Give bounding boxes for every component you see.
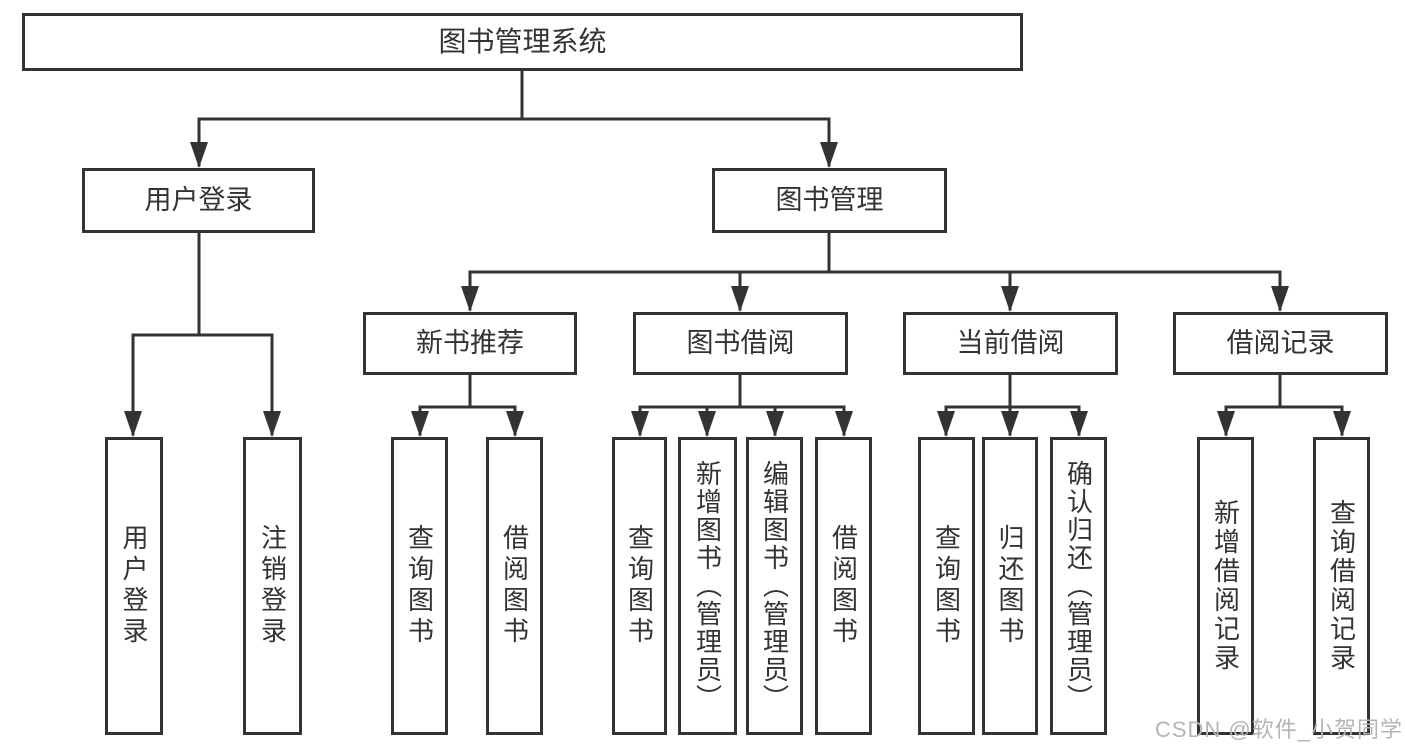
node-new-book-recommend: 新书推荐 — [363, 312, 577, 375]
node-leaf-logout: 注销登录 — [243, 437, 302, 735]
node-leaf-add-book-admin: 新增图书（管理员） — [678, 437, 737, 735]
node-leaf-confirm-return-admin: 确认归还（管理员） — [1050, 437, 1107, 735]
node-leaf-borrow-books: 借阅图书 — [486, 437, 543, 735]
node-book-borrow: 图书借阅 — [633, 312, 848, 375]
node-leaf-user-login: 用户登录 — [105, 437, 163, 735]
node-leaf-borrow-books: 借阅图书 — [815, 437, 872, 735]
node-book-management-branch: 图书管理 — [712, 168, 947, 233]
watermark: CSDN @软件_小贺同学 — [1154, 717, 1403, 742]
node-borrow-records: 借阅记录 — [1173, 312, 1388, 375]
node-leaf-return-book: 归还图书 — [982, 437, 1038, 735]
node-leaf-query-books: 查询图书 — [918, 437, 975, 735]
node-leaf-query-books: 查询图书 — [612, 437, 667, 735]
node-leaf-query-books: 查询图书 — [391, 437, 448, 735]
node-leaf-query-borrow-record: 查询借阅记录 — [1313, 437, 1370, 735]
node-leaf-edit-book-admin: 编辑图书（管理员） — [746, 437, 803, 735]
node-user-login-branch: 用户登录 — [82, 168, 315, 233]
node-current-borrow: 当前借阅 — [903, 312, 1118, 375]
node-root: 图书管理系统 — [22, 13, 1023, 71]
node-leaf-add-borrow-record: 新增借阅记录 — [1197, 437, 1254, 735]
